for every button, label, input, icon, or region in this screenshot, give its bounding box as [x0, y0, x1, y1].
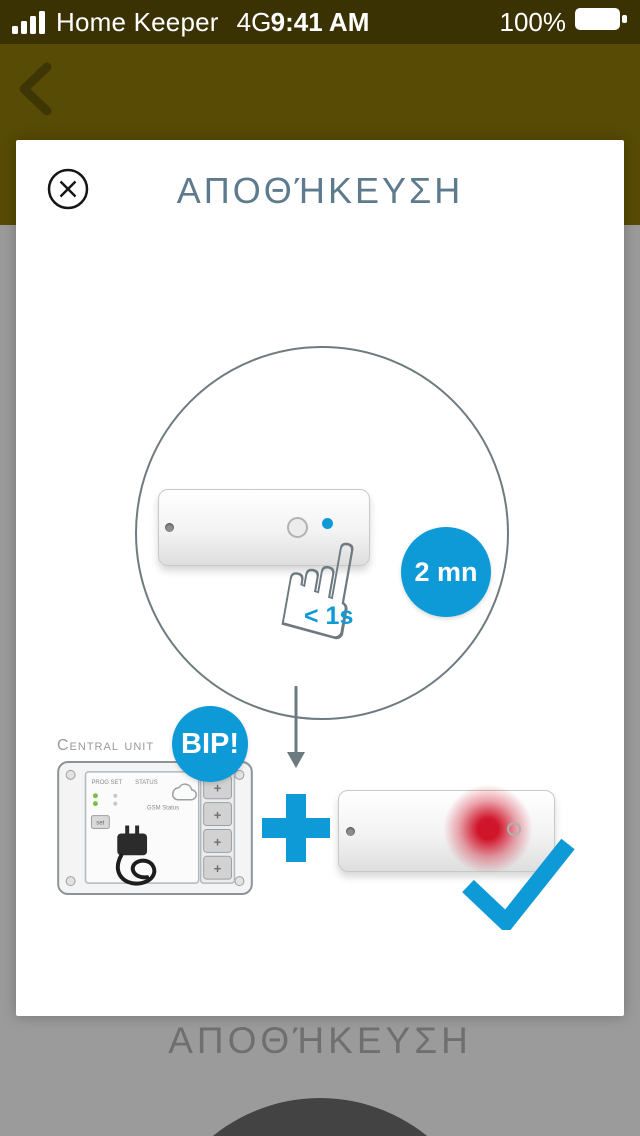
sensor-button	[507, 822, 521, 836]
sensor-device-led-illustration	[338, 784, 555, 874]
battery-icon	[574, 7, 628, 38]
modal-title: ΑΠΟΘΉΚΕΥΣΗ	[176, 170, 464, 211]
zoom-circle	[135, 346, 509, 720]
central-unit-illustration: + + + + PROG SET STATUS GSM Status set	[55, 756, 255, 900]
svg-text:+: +	[214, 808, 222, 823]
svg-text:STATUS: STATUS	[135, 780, 158, 786]
central-unit-label: Central unit	[57, 737, 155, 754]
network-label: 4G	[236, 6, 272, 37]
arrow-down-icon	[284, 686, 308, 775]
svg-text:+: +	[214, 781, 222, 796]
sensor-device-illustration	[158, 489, 370, 566]
sensor-led-blue	[322, 518, 333, 529]
save-instructions-modal: ΑΠΟΘΉΚΕΥΣΗ ☝ < 1s 2 mn Central unit	[16, 140, 624, 1016]
press-duration-label: < 1s	[304, 602, 354, 630]
sensor-mount-hole	[165, 523, 174, 532]
signal-bars-icon	[12, 10, 48, 34]
svg-text:PROG SET: PROG SET	[91, 780, 122, 786]
clock-label: 9:41 AM	[270, 6, 370, 37]
close-icon[interactable]	[46, 167, 90, 211]
plus-icon	[262, 794, 330, 862]
svg-text:+: +	[214, 834, 222, 849]
status-bar: Home Keeper 4G 9:41 AM 100%	[0, 0, 640, 44]
svg-text:GSM Status: GSM Status	[147, 806, 179, 812]
carrier-label: Home Keeper	[56, 6, 219, 37]
checkmark-icon	[456, 830, 586, 935]
duration-badge: 2 mn	[401, 527, 491, 617]
sensor-button	[287, 517, 308, 538]
sensor-mount-hole	[346, 827, 355, 836]
svg-text:set: set	[96, 821, 104, 827]
svg-text:+: +	[214, 861, 222, 876]
background-page-title: ΑΠΟΘΉΚΕΥΣΗ	[168, 1020, 472, 1061]
back-chevron-icon[interactable]	[16, 62, 56, 116]
battery-percent-label: 100%	[499, 6, 567, 37]
beep-badge: BIP!	[172, 706, 248, 782]
